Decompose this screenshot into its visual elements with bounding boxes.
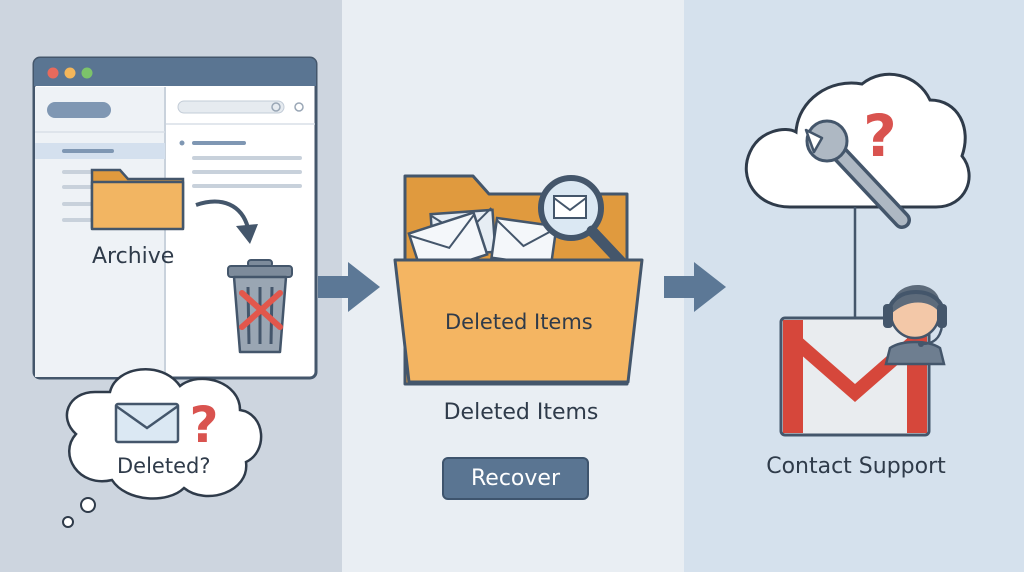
envelope-icon xyxy=(114,402,180,444)
trash-icon xyxy=(227,259,293,354)
question-icon: ? xyxy=(189,396,218,454)
support-agent-icon xyxy=(883,285,947,366)
wrench-icon xyxy=(804,119,911,229)
svg-text:?: ? xyxy=(863,102,897,170)
arrow-step-2-to-3 xyxy=(664,262,726,312)
svg-text:?: ? xyxy=(189,396,218,454)
cloud-question-icon: ? xyxy=(863,102,897,170)
deleted-question-label: Deleted? xyxy=(117,454,211,478)
contact-support-caption: Contact Support xyxy=(766,454,946,479)
recover-button[interactable]: Recover xyxy=(442,457,589,500)
arrow-step-1-to-2 xyxy=(318,262,380,312)
folder-front xyxy=(393,258,644,384)
folder-icon xyxy=(90,168,185,231)
curved-arrow-icon xyxy=(195,199,258,244)
cloud-icon xyxy=(744,72,971,209)
deleted-items-folder-label: Deleted Items xyxy=(445,310,593,334)
deleted-items-caption: Deleted Items xyxy=(443,400,599,425)
thought-cloud-icon xyxy=(62,368,263,528)
archive-folder-label: Archive xyxy=(92,244,175,269)
